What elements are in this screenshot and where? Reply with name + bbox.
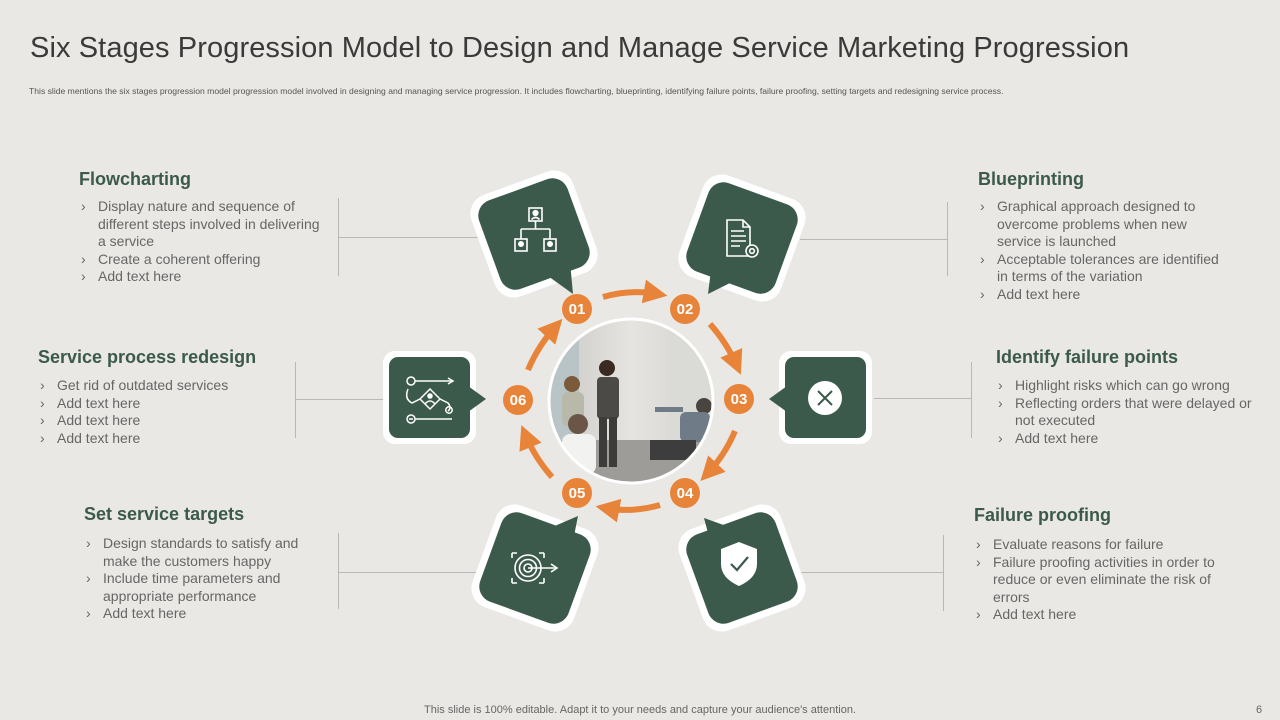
list-item: Evaluate reasons for failure [974, 536, 1229, 554]
list-item: Add text here [978, 286, 1233, 304]
list-item: Add text here [38, 395, 283, 413]
shield-check-icon [721, 542, 757, 586]
stage-05-list: Design standards to satisfy and make the… [84, 535, 329, 623]
connector-line [800, 239, 947, 240]
list-item: Add text here [974, 606, 1229, 624]
page-number: 6 [1256, 704, 1263, 716]
target-icon [511, 552, 559, 584]
stage-01-list: Display nature and sequence of different… [79, 198, 324, 286]
stage-06-list: Get rid of outdated services Add text he… [38, 377, 283, 447]
workflow-icon [405, 376, 455, 424]
connector-line [338, 572, 484, 573]
arrow-04-05 [595, 498, 661, 523]
list-item: Display nature and sequence of different… [79, 198, 324, 251]
list-item: Get rid of outdated services [38, 377, 283, 395]
slide-footer: This slide is 100% editable. Adapt it to… [424, 704, 856, 716]
connector-line [338, 237, 486, 238]
stage-03-heading: Identify failure points [996, 347, 1179, 367]
stage-02-list: Graphical approach designed to overcome … [978, 198, 1233, 304]
connector-line [295, 362, 296, 438]
list-item: Add text here [38, 430, 283, 448]
stage-05-heading: Set service targets [84, 504, 245, 524]
connector-line [943, 535, 944, 611]
slide-subtitle: This slide mentions the six stages progr… [29, 86, 1004, 96]
list-item: Design standards to satisfy and make the… [84, 535, 329, 570]
stage-04-list: Evaluate reasons for failure Failure pro… [974, 536, 1229, 624]
list-item: Add text here [38, 412, 283, 430]
list-item: Create a coherent offering [79, 251, 324, 269]
list-item: Acceptable tolerances are identified in … [978, 251, 1233, 286]
arrow-03-04 [700, 429, 738, 481]
stage-02-heading: Blueprinting [978, 169, 1084, 189]
connector-line [338, 533, 339, 609]
list-item: Highlight risks which can go wrong [996, 377, 1266, 395]
arrow-05-06 [519, 425, 555, 480]
stage-01-heading: Flowcharting [79, 169, 191, 189]
document-gear-icon [726, 219, 759, 258]
org-chart-icon [514, 207, 557, 252]
arrow-06-01 [525, 318, 563, 372]
list-item: Include time parameters and appropriate … [84, 570, 329, 605]
list-item: Add text here [84, 605, 329, 623]
stage-06-heading: Service process redesign [38, 347, 257, 367]
close-circle-icon [808, 381, 842, 415]
connector-line [800, 572, 943, 573]
cycle-arrows [519, 279, 743, 523]
connector-line [874, 398, 971, 399]
stage-02-shape [678, 174, 806, 302]
list-item: Failure proofing activities in order to … [974, 554, 1229, 607]
stage-04-heading: Failure proofing [974, 505, 1111, 525]
connector-line [947, 202, 948, 276]
list-item: Add text here [79, 268, 324, 286]
list-item: Reflecting orders that were delayed or n… [996, 395, 1266, 430]
stage-06-shape [383, 351, 486, 444]
list-item: Add text here [996, 430, 1266, 448]
arrow-01-02 [602, 279, 668, 304]
list-item: Graphical approach designed to overcome … [978, 198, 1233, 251]
stage-01-shape [470, 170, 598, 298]
slide-title: Six Stages Progression Model to Design a… [30, 32, 1130, 64]
connector-line [295, 399, 385, 400]
stage-03-list: Highlight risks which can go wrong Refle… [996, 377, 1266, 447]
connector-line [971, 362, 972, 438]
arrow-02-03 [707, 321, 743, 375]
